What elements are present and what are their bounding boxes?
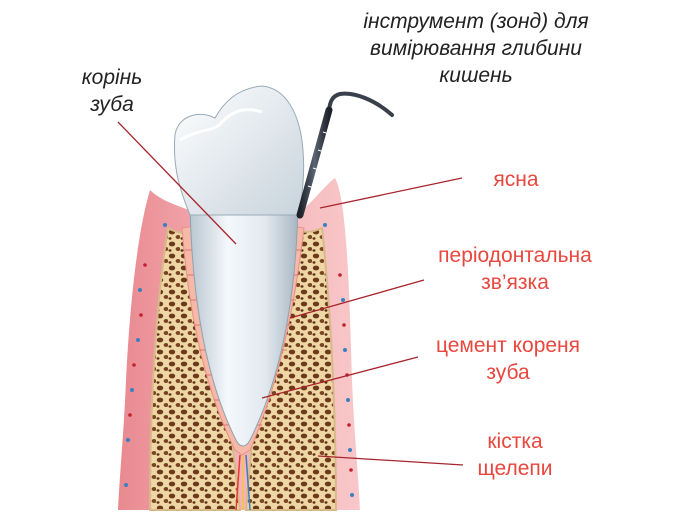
label-cementum-line-2: зуба [486, 361, 530, 384]
label-cementum: цемент кореня зуба [424, 332, 592, 386]
label-ligament-line-1: періодонтальна [438, 244, 592, 267]
tooth-crown [173, 85, 305, 216]
label-bone-line-2: щелепи [477, 457, 553, 480]
label-probe-line-3: кишень [439, 64, 513, 87]
label-bone-line-1: кістка [487, 430, 543, 453]
label-cementum-line-1: цемент кореня [435, 334, 581, 357]
leader-lines [117, 121, 464, 466]
apex-vessels [235, 454, 251, 511]
tooth-root [189, 204, 299, 447]
periodontal-probe [296, 91, 394, 219]
label-probe-line-2: вимірювання глибини [370, 37, 582, 60]
label-root: корінь зуба [62, 64, 162, 118]
jaw-bone-left [148, 226, 242, 511]
leader-root [117, 121, 237, 245]
label-probe: інструмент (зонд) для вимірювання глибин… [352, 8, 600, 89]
jaw-bone-right [244, 226, 338, 511]
leader-cementum [261, 356, 419, 399]
leader-gum [319, 177, 463, 209]
leader-bone [317, 455, 464, 466]
label-probe-line-1: інструмент (зонд) для [363, 10, 589, 33]
gum-vessels [124, 223, 354, 497]
label-root-line-1: корінь [81, 66, 143, 89]
label-root-line-2: зуба [90, 93, 134, 116]
label-ligament-line-2: зв’язка [481, 271, 549, 294]
label-gum: ясна [476, 166, 556, 193]
label-bone: кістка щелепи [460, 428, 570, 482]
label-gum-line-1: ясна [493, 168, 539, 191]
leader-ligament [289, 279, 425, 319]
label-ligament: періодонтальна зв’язка [420, 242, 610, 296]
